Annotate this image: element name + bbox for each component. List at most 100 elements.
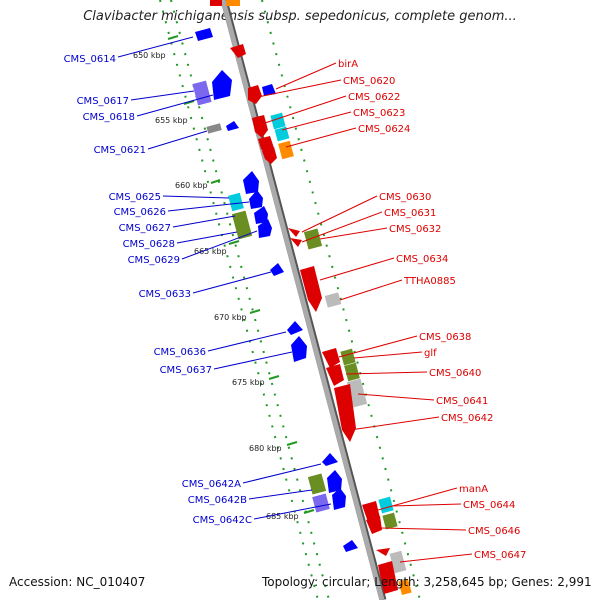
label-cms-0622[interactable]: CMS_0622 (348, 92, 400, 103)
gene-cms-0627-arrow[interactable] (249, 190, 263, 209)
label-cms-0614[interactable]: CMS_0614 (64, 54, 116, 65)
gene-cms-0617-box[interactable] (192, 80, 212, 106)
label-cms-0627[interactable]: CMS_0627 (119, 223, 171, 234)
gene-cms-0614-arrow[interactable] (195, 28, 213, 41)
gene-top-b-box[interactable] (226, 0, 240, 6)
gene-cms-0630-arrow[interactable] (288, 228, 300, 237)
gene-cms-0642-arrow[interactable] (334, 384, 356, 442)
forward-strand-features (210, 0, 412, 596)
track-line-right (261, 0, 421, 600)
gene-cms-0629-arrow[interactable] (254, 206, 268, 224)
label-cms-0621[interactable]: CMS_0621 (94, 145, 146, 156)
label-cms-0624[interactable]: CMS_0624 (358, 124, 410, 135)
gene-cms-0621-box[interactable] (206, 123, 222, 134)
gene-bottom-box[interactable] (398, 578, 412, 596)
label-cms-0642b[interactable]: CMS_0642B (188, 495, 247, 506)
label-mana[interactable]: manA (459, 484, 488, 495)
gene-cms-0642c-arrow[interactable] (332, 488, 346, 510)
scale-label-675: 675 kbp (232, 378, 265, 387)
gene-cms-0642b-box[interactable] (312, 493, 330, 513)
gene-cms-0640-arrow[interactable] (326, 364, 344, 386)
right-leader-lines (257, 62, 473, 563)
label-cms-0628[interactable]: CMS_0628 (123, 239, 175, 250)
scale-label-655: 655 kbp (155, 116, 188, 125)
label-cms-0641[interactable]: CMS_0641 (436, 396, 488, 407)
label-ttha0885[interactable]: TTHA0885 (403, 276, 456, 287)
label-cms-0640[interactable]: CMS_0640 (429, 368, 481, 379)
gene-cms-0633-arrow[interactable] (270, 263, 284, 276)
gene-cms-0640-box[interactable] (344, 362, 360, 382)
gene-cms-0623-box[interactable] (274, 126, 290, 142)
gene-cms-0620-arrow[interactable] (248, 85, 262, 104)
gene-cms-0644-box[interactable] (382, 512, 398, 530)
gene-cms-0642d-arrow[interactable] (343, 540, 358, 552)
gene-cms-0638-arrow[interactable] (322, 348, 340, 368)
label-cms-0618[interactable]: CMS_0618 (83, 112, 135, 123)
gene-cms-0632-box[interactable] (303, 228, 323, 250)
label-cms-0629[interactable]: CMS_0629 (128, 255, 180, 266)
label-cms-0623[interactable]: CMS_0623 (353, 108, 405, 119)
label-cms-0638[interactable]: CMS_0638 (419, 332, 471, 343)
label-cms-0646[interactable]: CMS_0646 (468, 526, 520, 537)
label-cms-0625[interactable]: CMS_0625 (109, 192, 161, 203)
gene-cms-0622-box[interactable] (270, 112, 286, 130)
gene-mana-box[interactable] (378, 496, 394, 514)
left-leader-lines (117, 36, 332, 520)
gene-cms-0637-arrow[interactable] (291, 336, 307, 362)
gene-ttha0885-box[interactable] (324, 292, 342, 308)
label-cms-0630[interactable]: CMS_0630 (379, 192, 431, 203)
gene-cms-0642a-box[interactable] (307, 473, 327, 495)
gene-cms-0626-box[interactable] (228, 192, 244, 212)
gene-cms-0625-arrow[interactable] (243, 171, 259, 194)
label-cms-0642a[interactable]: CMS_0642A (182, 479, 241, 490)
label-glf[interactable]: glf (424, 348, 437, 359)
scale-label-660: 660 kbp (175, 181, 208, 190)
scale-label-650: 650 kbp (133, 51, 166, 60)
label-cms-0620[interactable]: CMS_0620 (343, 76, 395, 87)
gene-cms-0642a-arrow[interactable] (322, 453, 338, 466)
gene-cms-0621-arrow[interactable] (226, 121, 239, 131)
label-cms-0647[interactable]: CMS_0647 (474, 550, 526, 561)
gene-cms-0622-arrow[interactable] (252, 115, 268, 138)
label-cms-0633[interactable]: CMS_0633 (139, 289, 191, 300)
gene-cms-0624-box[interactable] (278, 140, 294, 160)
gene-cms-0636-arrow[interactable] (287, 321, 303, 335)
scale-tick-665: 665 kbp (194, 240, 240, 256)
label-cms-0644[interactable]: CMS_0644 (463, 500, 515, 511)
gene-cms-0629b-arrow[interactable] (258, 219, 272, 238)
scale-label-665: 665 kbp (194, 247, 227, 256)
label-cms-0642[interactable]: CMS_0642 (441, 413, 493, 424)
label-cms-0631[interactable]: CMS_0631 (384, 208, 436, 219)
gene-glf-box[interactable] (340, 348, 356, 366)
gene-cms-0628-box[interactable] (231, 210, 253, 240)
gene-bira-arrow[interactable] (262, 84, 276, 96)
gene-top-a-box[interactable] (210, 0, 222, 6)
gene-cms-0642b-arrow[interactable] (327, 470, 342, 493)
label-cms-0626[interactable]: CMS_0626 (114, 207, 166, 218)
gene-cms-0634-arrow[interactable] (300, 266, 322, 312)
label-bira[interactable]: birA (338, 59, 358, 70)
label-cms-0632[interactable]: CMS_0632 (389, 224, 441, 235)
gene-mana-arrow[interactable] (362, 501, 380, 522)
label-cms-0637[interactable]: CMS_0637 (160, 365, 212, 376)
gene-cms-0647-arrow[interactable] (376, 548, 390, 556)
label-cms-0617[interactable]: CMS_0617 (77, 96, 129, 107)
scale-tick-675: 675 kbp (232, 375, 280, 387)
gene-cms-0618-arrow[interactable] (212, 70, 232, 100)
scale-label-670: 670 kbp (214, 313, 247, 322)
gene-cms-0646-arrow[interactable] (366, 516, 382, 534)
accession-text: Accession: NC_010407 (9, 575, 146, 589)
map-title: Clavibacter michiganensis subsp. sepedon… (83, 9, 517, 24)
scale-label-685: 685 kbp (266, 512, 299, 521)
scale-tick-680: 680 kbp (249, 441, 298, 453)
track-line-far-left (159, 0, 319, 600)
gene-cms-0631-arrow[interactable] (290, 238, 302, 247)
gene-bottom-arrow[interactable] (378, 561, 398, 594)
label-cms-0642c[interactable]: CMS_0642C (193, 515, 252, 526)
label-cms-0634[interactable]: CMS_0634 (396, 254, 448, 265)
gene-top-arrow[interactable] (230, 44, 246, 58)
label-cms-0636[interactable]: CMS_0636 (154, 347, 206, 358)
gene-cms-0647-box[interactable] (389, 550, 407, 574)
gene-cms-0624-arrow[interactable] (262, 147, 277, 164)
